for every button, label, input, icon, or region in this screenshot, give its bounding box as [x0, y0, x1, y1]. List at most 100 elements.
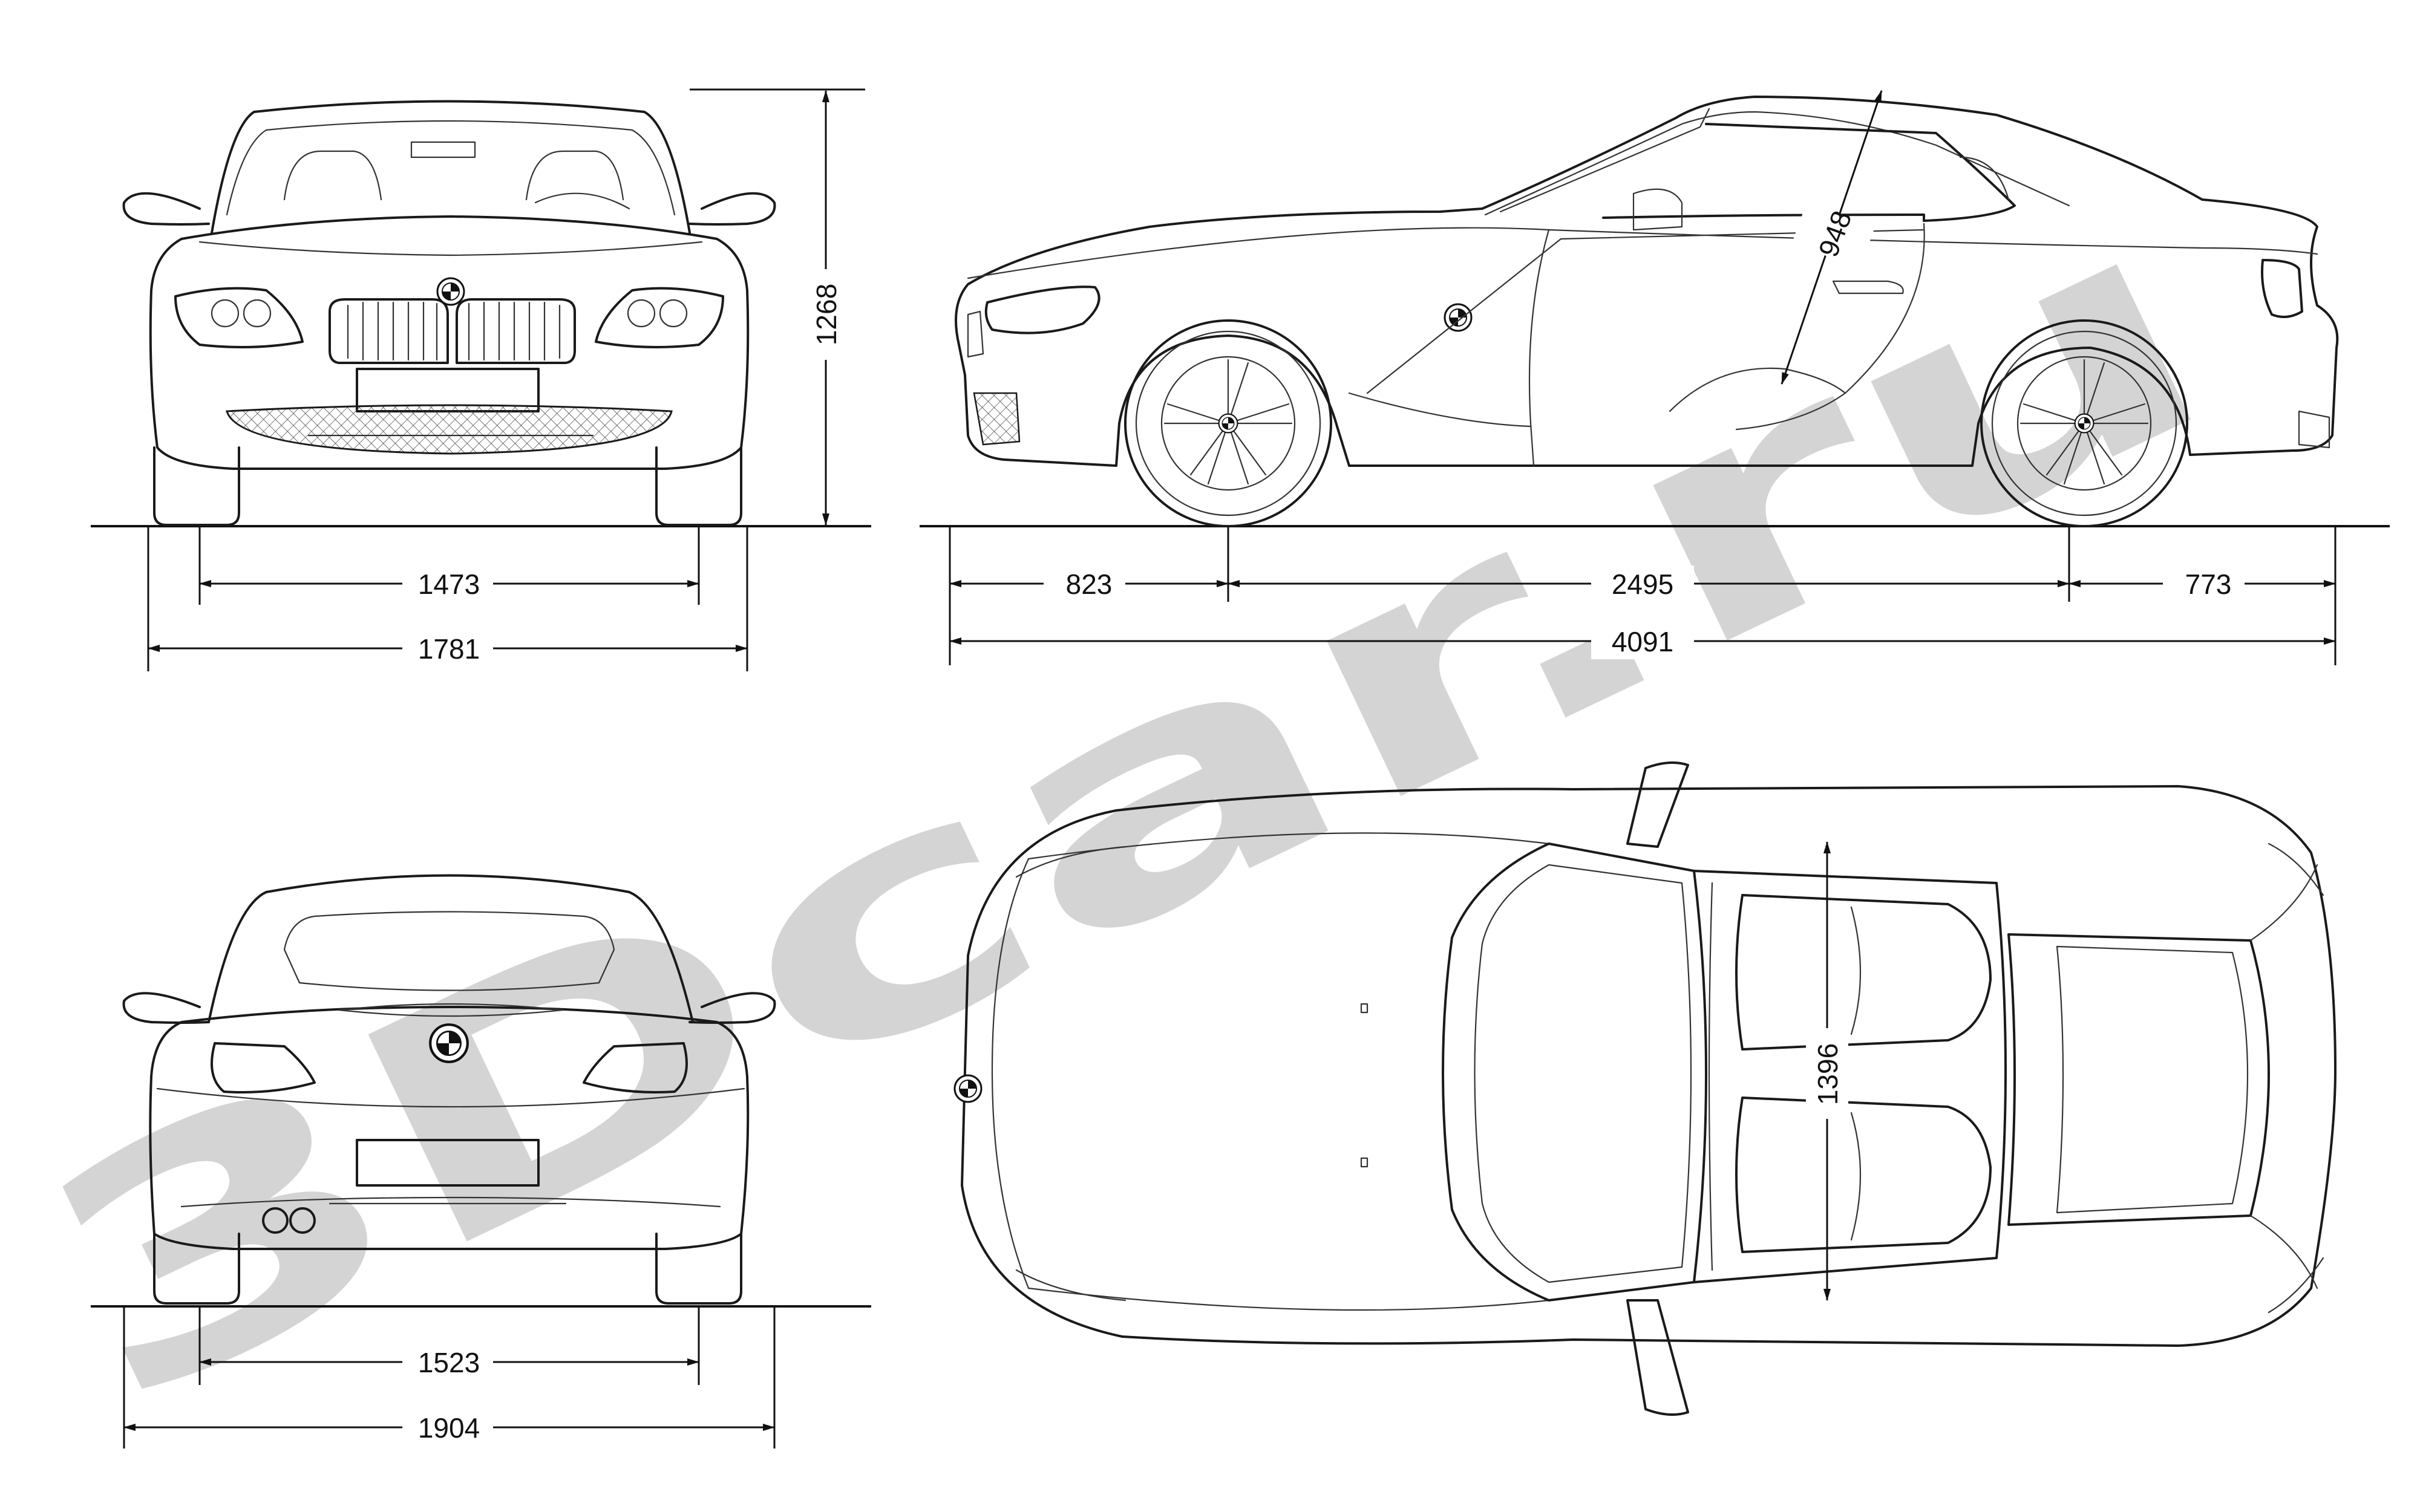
headlight-lens-left-2	[243, 299, 272, 328]
height-label: 1268	[811, 284, 842, 345]
rear-trunk-line	[156, 1087, 745, 1108]
rear-width-label-bg	[402, 1409, 493, 1445]
rear-roof	[208, 874, 694, 1023]
front-roof	[211, 100, 691, 234]
rear-spoiler-light	[338, 1003, 564, 1017]
top-fender-lower	[1015, 1269, 1127, 1302]
top-tail-light-lower	[2268, 1257, 2324, 1314]
exhaust-tip-1-icon	[262, 1207, 289, 1234]
rear-view-mirror	[410, 141, 476, 158]
top-seat-lower-back	[1850, 1112, 1862, 1241]
rear-diffuser-line	[180, 1196, 721, 1208]
side-rear-wheel-icon	[1980, 319, 2188, 527]
front-windshield	[226, 120, 676, 216]
top-rear-window-inner	[2056, 945, 2249, 1214]
side-window	[1602, 123, 2016, 222]
top-cabin	[1693, 870, 2007, 1283]
rear-mirror-left	[122, 992, 210, 1024]
top-mirror-upper	[1626, 761, 1689, 848]
side-sill-line	[1348, 392, 1532, 428]
length-label-bg	[1591, 623, 1694, 659]
headlight-lens-right-2	[659, 299, 688, 328]
top-hood-line-lower	[1027, 1287, 1550, 1311]
top-view: 1396	[953, 761, 2337, 1416]
top-seat-upper	[1735, 894, 1992, 1051]
wheelbase-label: 2495	[1612, 569, 1673, 600]
top-seat-lower	[1735, 1097, 1992, 1253]
rear-badge-icon	[430, 1025, 468, 1062]
length-label: 4091	[1612, 626, 1673, 657]
front-hood-line-right	[450, 241, 703, 256]
side-a-pillar	[1499, 108, 1710, 213]
side-door-handle	[1832, 280, 1904, 295]
side-mirror	[1632, 188, 1683, 231]
front-body	[149, 215, 750, 470]
seat-height-label-bg	[1791, 203, 1875, 269]
rear-overhang-label: 773	[2185, 569, 2232, 600]
side-front-intake	[973, 392, 1021, 446]
side-kidney-grille	[967, 310, 984, 358]
side-badge-icon	[1444, 303, 1473, 332]
top-windshield	[1442, 842, 1707, 1302]
top-windshield-inner	[1474, 864, 1692, 1283]
front-hood-line-left	[198, 241, 452, 256]
front-view: 1268 1473 1781	[91, 88, 871, 671]
tail-light-left	[211, 1042, 316, 1093]
front-overhang-label-bg	[1044, 565, 1125, 602]
headlight-lens-right-1	[627, 299, 656, 328]
front-seat-left	[283, 150, 382, 201]
front-right-tire	[655, 446, 742, 526]
rear-view: 1523 1904	[91, 874, 871, 1448]
top-seat-upper-back	[1850, 906, 1862, 1035]
side-view: 948 823 2495 773 4091	[920, 90, 2390, 665]
front-badge-icon	[436, 277, 465, 306]
top-cabin-front-edge	[1708, 882, 1713, 1271]
rear-track-label: 1523	[418, 1347, 480, 1378]
side-tail-light	[2261, 259, 2303, 318]
side-quarter-window	[1959, 156, 2010, 201]
rear-body	[149, 1006, 750, 1250]
headlight-right	[595, 287, 724, 348]
top-rear-quarter-upper	[2249, 864, 2318, 942]
front-track-label-bg	[402, 565, 493, 602]
interior-width-label: 1396	[1812, 1043, 1843, 1105]
rear-license-plate	[356, 1139, 540, 1187]
rear-right-tire	[655, 1233, 742, 1305]
top-rear-quarter-lower	[2249, 1214, 2318, 1289]
side-body	[955, 96, 2339, 467]
side-roof-line	[1484, 111, 2070, 216]
top-fender-upper	[1015, 846, 1127, 878]
front-width-label-bg	[402, 630, 493, 666]
grille-slats	[347, 301, 561, 361]
front-track-label: 1473	[418, 569, 480, 600]
front-mirror-right	[688, 192, 776, 226]
kidney-grille-right	[456, 298, 576, 364]
steering-wheel	[534, 192, 630, 210]
watermark: 3Dcar.ru	[0, 138, 2260, 1476]
top-mirror-lower	[1626, 1299, 1689, 1416]
exhaust-tip-2-icon	[289, 1207, 316, 1234]
front-seat-right	[525, 150, 624, 201]
front-lower-intake	[225, 404, 673, 455]
top-tail-light-upper	[2268, 842, 2324, 896]
interior-width-label-bg	[1806, 1028, 1848, 1119]
front-width-label: 1781	[418, 633, 480, 665]
side-front-wheel-icon	[1124, 319, 1332, 527]
side-seat-diagonal	[1366, 238, 1562, 394]
rear-overhang-label-bg	[2163, 565, 2245, 602]
top-washer-nozzle-2	[1360, 1157, 1369, 1168]
front-overhang-label: 823	[1066, 569, 1113, 600]
height-label-bg	[806, 269, 845, 360]
top-badge-icon	[953, 1074, 983, 1103]
kidney-grille-left	[329, 298, 449, 364]
top-hood-edge	[991, 858, 1030, 1289]
front-left-tire	[153, 446, 240, 526]
rear-window	[283, 911, 615, 991]
top-rear-window	[2007, 933, 2270, 1226]
tail-light-right	[583, 1042, 688, 1093]
top-body	[961, 785, 2337, 1347]
rear-track-label-bg	[402, 1344, 493, 1380]
headlight-lens-left-1	[211, 299, 240, 328]
side-headlight	[984, 285, 1100, 334]
